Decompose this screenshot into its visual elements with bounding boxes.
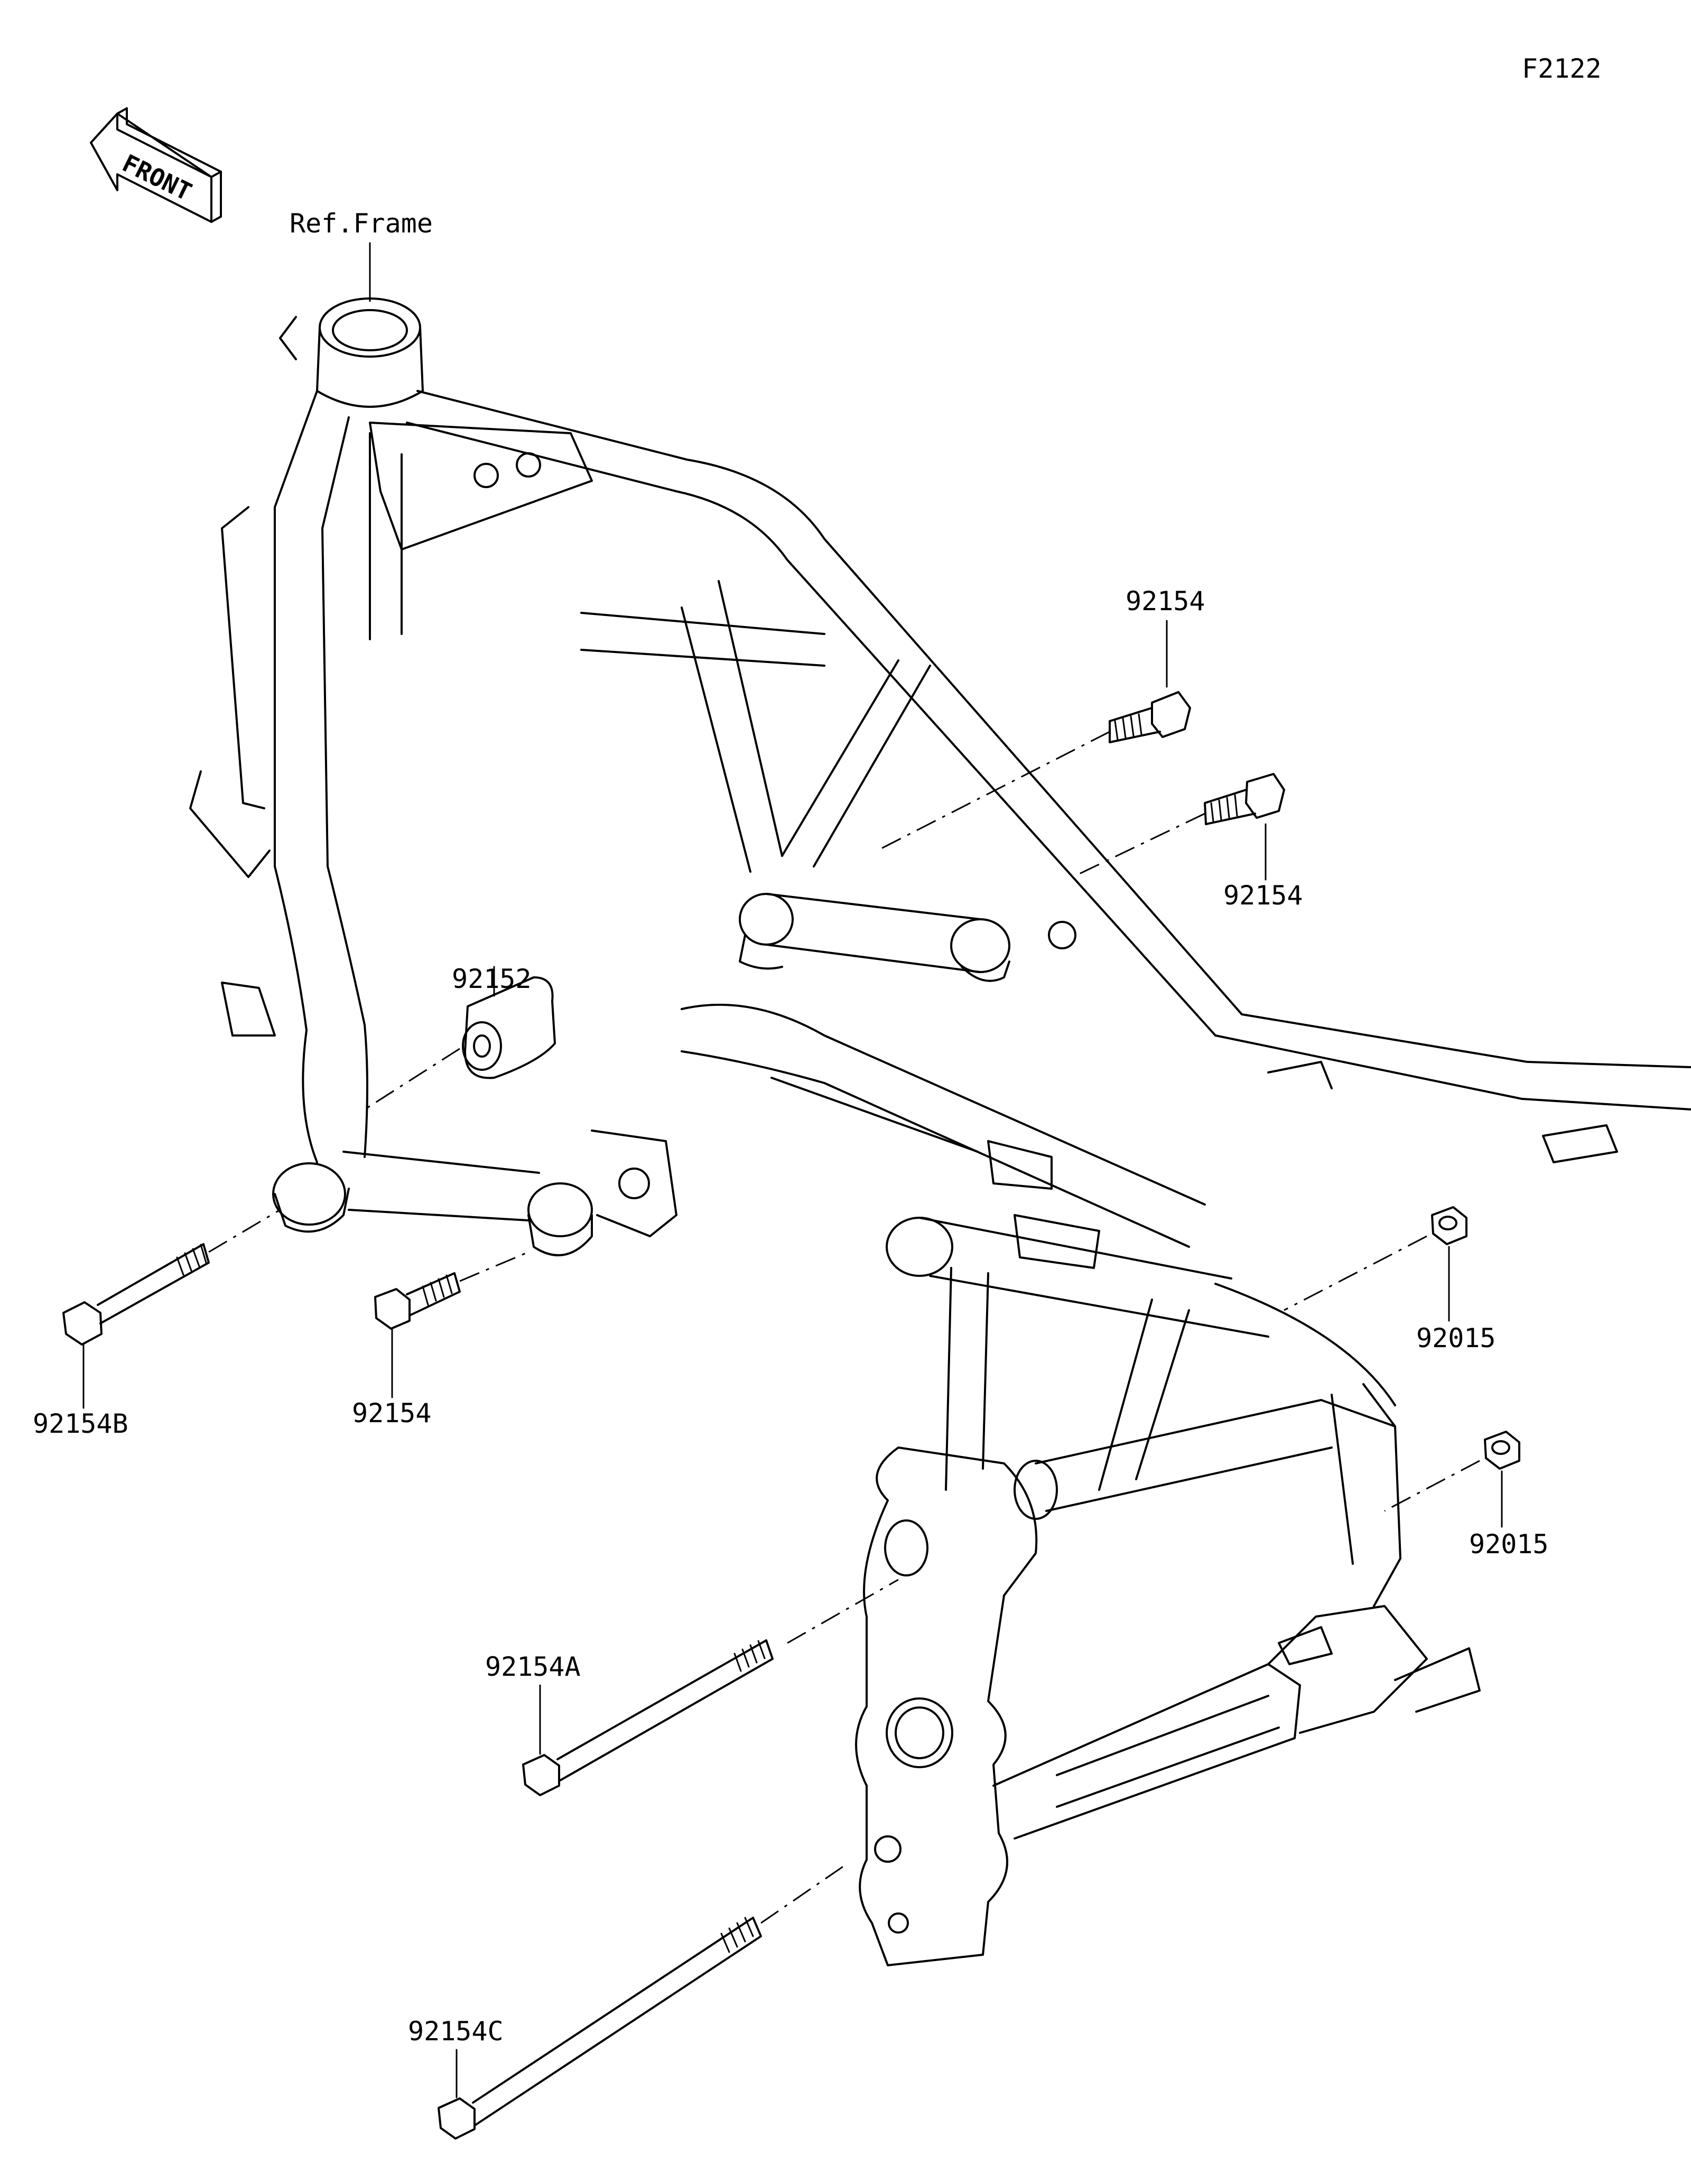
callout-92015-lower: 92015: [1469, 1529, 1549, 1560]
callout-92154B: 92154B: [33, 1408, 128, 1439]
callout-92152: 92152: [452, 964, 532, 994]
bolt-92154-short: [374, 1251, 529, 1330]
nut-92015-lower: [1384, 1431, 1520, 1512]
ref-frame-label: Ref.Frame: [290, 208, 433, 239]
front-direction-arrow-icon: FRONT: [90, 107, 222, 223]
figure-code: F2122: [1522, 53, 1602, 84]
bolt-92154A: [522, 1579, 899, 1796]
collar-92152: [364, 976, 556, 1110]
front-label: FRONT: [118, 148, 196, 206]
callout-92154A: 92154A: [485, 1651, 581, 1682]
callout-92154-top-b: 92154: [1223, 880, 1303, 911]
callout-92154-top-a: 92154: [1126, 586, 1205, 617]
callout-92015-upper: 92015: [1416, 1323, 1496, 1354]
bolt-92154-top-upper: [877, 691, 1191, 852]
nut-92015-upper: [1284, 1206, 1467, 1311]
callout-92154C: 92154C: [408, 2016, 504, 2047]
frame-illustration: [189, 297, 1691, 1966]
callout-92154-short: 92154: [352, 1398, 432, 1429]
bolt-92154C: [438, 1864, 846, 2140]
bolt-92154B: [62, 1209, 281, 1346]
bolt-92154-top-lower: [1072, 773, 1285, 878]
